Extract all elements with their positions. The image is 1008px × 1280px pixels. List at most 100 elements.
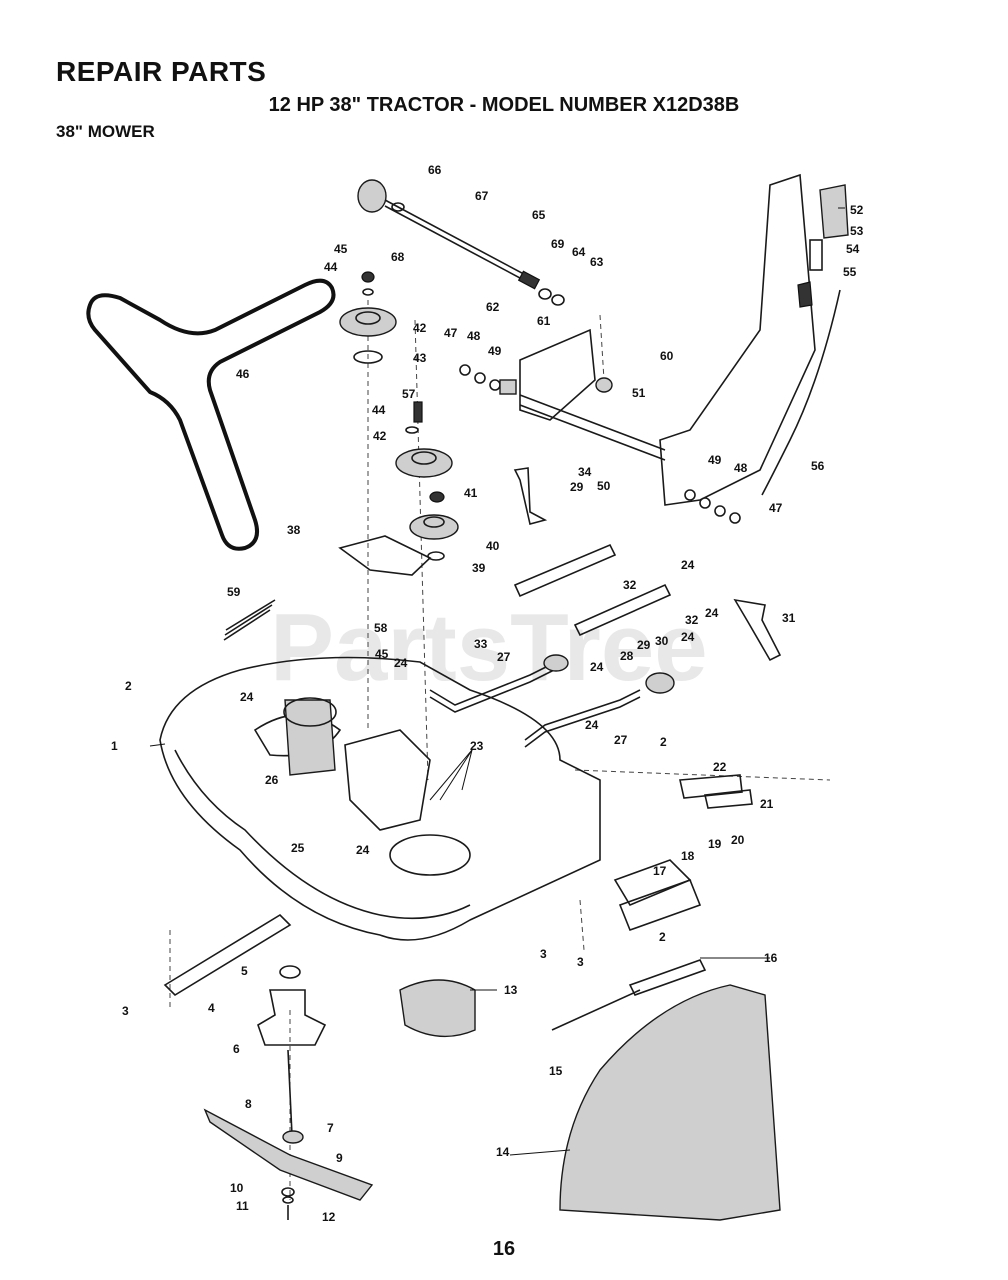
callout-label: 24 [240, 690, 254, 704]
callout-label: 45 [334, 242, 348, 256]
callout-label: 5 [241, 964, 248, 978]
watermark-text: PartsTree [270, 594, 708, 701]
callout-label: 26 [265, 773, 279, 787]
callout-label: 24 [681, 630, 695, 644]
callout-label: 30 [655, 634, 669, 648]
rear-bracket [679, 774, 743, 799]
callout-label: 21 [760, 797, 774, 811]
callout-label: 20 [731, 833, 745, 847]
callout-label: 25 [291, 841, 305, 855]
idler-bracket [338, 535, 432, 576]
callout-label: 48 [734, 461, 748, 475]
section-heading: 38" MOWER [56, 122, 155, 141]
callout-label: 13 [504, 983, 518, 997]
callout-label: 67 [475, 189, 489, 203]
callout-label: 52 [850, 203, 864, 217]
callout-label: 3 [122, 1004, 129, 1018]
callout-label: 49 [708, 453, 722, 467]
callout-label: 32 [685, 613, 699, 627]
rear-plate [704, 789, 753, 809]
callout-label: 3 [577, 955, 584, 969]
spindle-housing [399, 979, 476, 1038]
callout-label: 4 [208, 1001, 215, 1015]
callout-label: 18 [681, 849, 695, 863]
callout-label: 16 [764, 951, 778, 965]
callout-label: 53 [850, 224, 864, 238]
callout-label: 24 [356, 843, 370, 857]
callout-label: 40 [486, 539, 500, 553]
callout-label: 33 [474, 637, 488, 651]
callout-label: 24 [681, 558, 695, 572]
model-subtitle: 12 HP 38" TRACTOR - MODEL NUMBER X12D38B [268, 94, 740, 116]
callout-label: 47 [769, 501, 783, 515]
callout-label: 39 [472, 561, 486, 575]
callout-labels: 66 67 65 68 69 64 63 52 53 54 55 45 44 4… [111, 163, 864, 1224]
callout-label: 61 [537, 314, 551, 328]
callout-label: 41 [464, 486, 478, 500]
callout-label: 43 [413, 351, 427, 365]
drive-belt [86, 278, 336, 551]
callout-label: 1 [111, 739, 118, 753]
callout-label: 55 [843, 265, 857, 279]
callout-label: 24 [590, 660, 604, 674]
callout-label: 24 [585, 718, 599, 732]
callout-label: 42 [413, 321, 427, 335]
callout-label: 17 [653, 864, 667, 878]
callout-label: 19 [708, 837, 722, 851]
callout-label: 27 [497, 650, 511, 664]
callout-label: 59 [227, 585, 241, 599]
callout-label: 24 [705, 606, 719, 620]
callout-label: 22 [713, 760, 727, 774]
hanger-links [513, 467, 782, 662]
callout-label: 15 [549, 1064, 563, 1078]
callout-label: 2 [660, 735, 667, 749]
callout-label: 44 [324, 260, 338, 274]
lift-shaft-assembly [459, 328, 741, 524]
callout-label: 6 [233, 1042, 240, 1056]
discharge-chute-assembly [551, 859, 781, 1221]
drag-links [429, 654, 675, 748]
callout-label: 7 [327, 1121, 334, 1135]
callout-label: 58 [374, 621, 388, 635]
callout-label: 57 [402, 387, 416, 401]
idler-pulley-lower [395, 401, 453, 503]
callout-label: 8 [245, 1097, 252, 1111]
callout-label: 69 [551, 237, 565, 251]
callout-label: 60 [660, 349, 674, 363]
callout-label: 11 [236, 1199, 249, 1213]
callout-label: 24 [394, 656, 408, 670]
callout-label: 32 [623, 578, 637, 592]
callout-label: 62 [486, 300, 500, 314]
callout-label: 46 [236, 367, 250, 381]
blade-spindle-assembly [163, 913, 374, 1220]
leader-lines [149, 207, 845, 1156]
mower-deck [159, 656, 601, 941]
flat-pulley [409, 514, 459, 561]
callout-label: 49 [488, 344, 502, 358]
callout-label: 51 [632, 386, 646, 400]
callout-label: 27 [614, 733, 628, 747]
callout-label: 10 [230, 1181, 244, 1195]
callout-label: 64 [572, 245, 586, 259]
callout-label: 3 [540, 947, 547, 961]
page-title: REPAIR PARTS [56, 56, 267, 87]
callout-label: 31 [782, 611, 796, 625]
callout-label: 63 [590, 255, 604, 269]
callout-label: 38 [287, 523, 301, 537]
callout-label: 2 [125, 679, 132, 693]
callout-label: 45 [375, 647, 389, 661]
callout-label: 2 [659, 930, 666, 944]
callout-label: 29 [637, 638, 651, 652]
callout-label: 12 [322, 1210, 336, 1224]
callout-label: 50 [597, 479, 611, 493]
callout-label: 68 [391, 250, 405, 264]
callout-label: 34 [578, 465, 592, 479]
callout-label: 42 [373, 429, 387, 443]
extension-spring [223, 599, 276, 641]
callout-label: 54 [846, 242, 860, 256]
callout-label: 65 [532, 208, 546, 222]
lift-handle [659, 173, 849, 506]
callout-label: 23 [470, 739, 484, 753]
height-adjust-rod [357, 179, 565, 306]
